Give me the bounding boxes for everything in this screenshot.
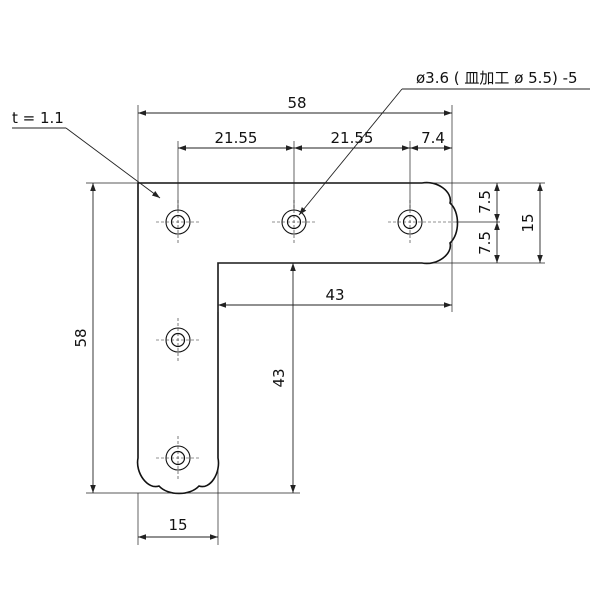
bracket-outline <box>136 181 459 495</box>
dim-arm-half-lower: 7.5 <box>476 231 494 255</box>
dim-hole-pitch-2: 21.55 <box>331 129 374 147</box>
thickness-label: t = 1.1 <box>12 109 64 127</box>
dim-inner-leg-horizontal: 43 <box>325 286 344 304</box>
dim-overall-width: 58 <box>287 94 306 112</box>
leader-thickness <box>12 127 161 199</box>
leader-hole-spec <box>298 88 590 216</box>
dim-arm-width-bottom: 15 <box>168 516 187 534</box>
dim-hole-pitch-1: 21.55 <box>215 129 258 147</box>
dim-overall-height: 58 <box>72 328 90 347</box>
dim-end-hole-offset: 7.4 <box>421 129 445 147</box>
dim-arm-half-upper: 7.5 <box>476 190 494 214</box>
dim-arm-width-right: 15 <box>519 213 537 232</box>
extension-lines <box>86 105 545 545</box>
hole-spec-label: ø3.6 ( 皿加工 ø 5.5) -5 <box>416 69 578 87</box>
dim-inner-leg-vertical: 43 <box>270 368 288 387</box>
dimension-lines <box>90 110 543 540</box>
